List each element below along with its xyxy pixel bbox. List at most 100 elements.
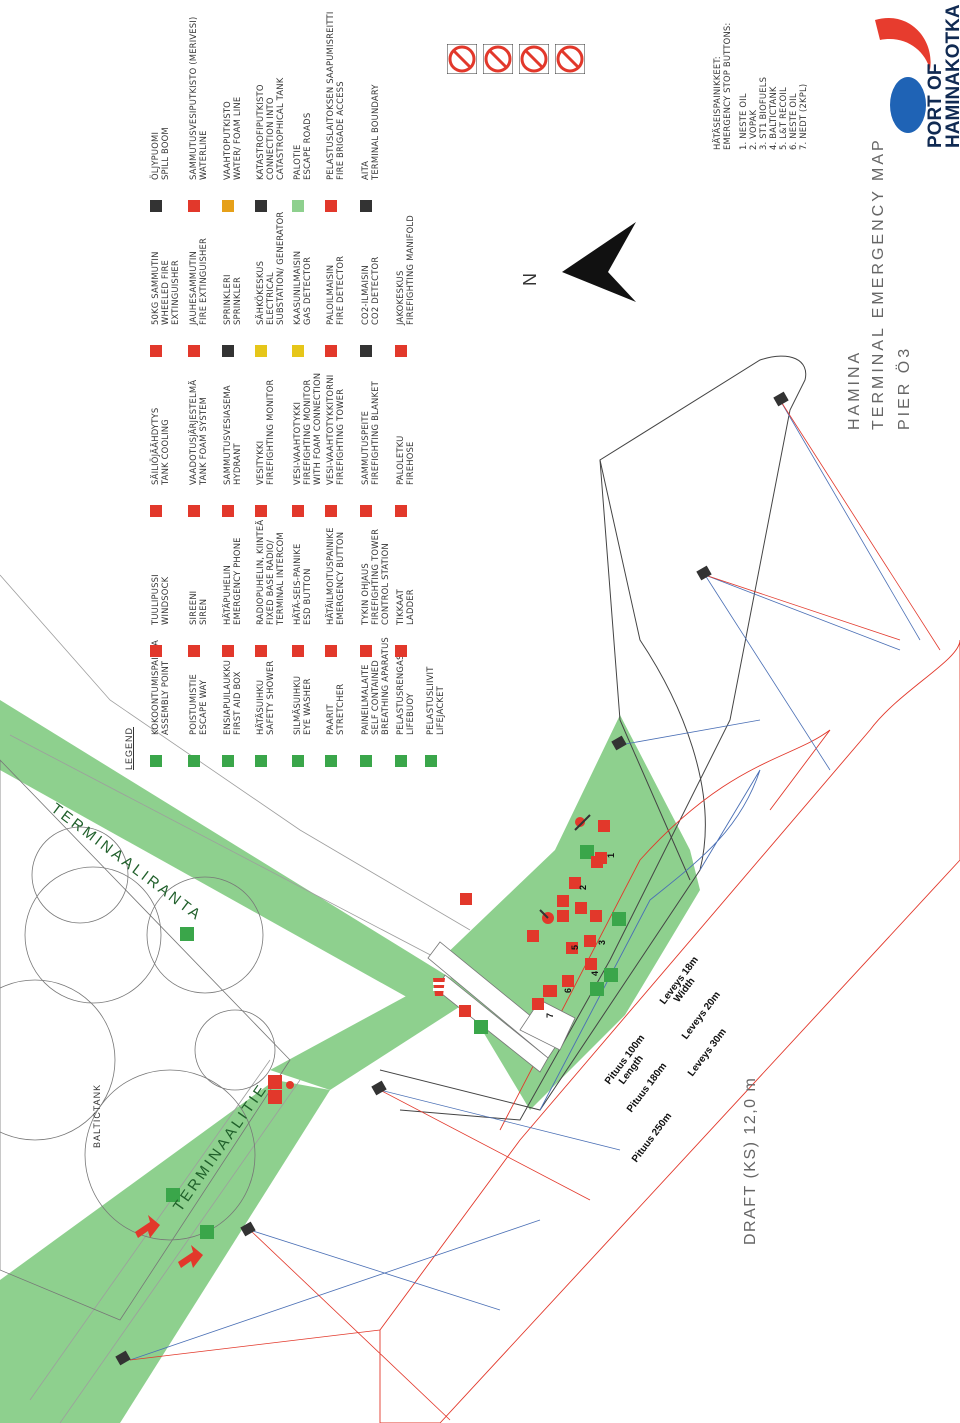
legend-text-fi: SÄILIÖJÄÄHDYTYS — [150, 407, 160, 485]
gas-detector-icon — [292, 345, 304, 357]
bollards — [115, 391, 789, 1366]
legend-text-fi: TYKIN OHJAUS — [360, 563, 370, 625]
co2-detector-icon — [360, 345, 372, 357]
stop-button-5: 5. L&T RECOIL — [778, 87, 788, 150]
escape-signs — [166, 845, 626, 1239]
legend-text-en: SPILL BOOM — [160, 127, 170, 180]
legend-text-en: WINDSOCK — [160, 576, 170, 625]
monitor-icon — [255, 505, 267, 517]
stop-buttons-title-fi: HÄTÄSEISPAINIKKEET: — [712, 56, 722, 150]
legend-text-en: FIRE DETECTOR — [335, 255, 345, 325]
fire-detector-icon — [325, 345, 337, 357]
legend-text-fi: RADIOPUHELIN, KIINTEÄ — [255, 519, 265, 625]
wheeled-extinguisher-icon — [150, 345, 162, 357]
legend-text-en: STRETCHER — [335, 683, 345, 735]
legend-text-fi: SAMMUTUSVESIPUTKISTO (MERIVESI) — [188, 16, 198, 180]
siren-icon — [188, 645, 200, 657]
esd-number-1: 1 — [606, 852, 616, 858]
pier-buildings — [427, 941, 576, 1073]
mooring-lines-blue — [129, 399, 921, 1361]
electrical-icon — [255, 345, 267, 357]
legend-heading: LEGEND — [124, 726, 134, 770]
legend-text-fi: PALOILMAISIN — [325, 264, 335, 325]
esd-number-3: 3 — [597, 939, 607, 945]
legend-item: SAMMUTUSVESIPUTKISTO (MERIVESI)WATERLINE — [188, 17, 208, 180]
legend-text-en: WATER/ FOAM LINE — [232, 96, 242, 180]
legend-text-en: FIRST AID BOX — [232, 671, 242, 735]
north-label: N — [520, 273, 540, 286]
legend-text-fi: JAUHESAMMUTIN — [188, 250, 198, 325]
radio-icon — [255, 645, 267, 657]
tank-farm — [0, 759, 291, 1321]
extinguisher-icon — [188, 345, 200, 357]
legend-text-en: EMERGENCY BUTTON — [335, 531, 345, 625]
legend-text-en: SPRINKLER — [232, 277, 242, 325]
esd-number-6: 6 — [563, 987, 573, 993]
legend-text-fi: VAADOTUSJÄRJESTELMÄ — [188, 379, 198, 485]
legend-text-fi: VESI-VAAHTOTYKKI — [292, 401, 302, 485]
legend-text-en: LIFEBUOY — [405, 693, 415, 735]
lifebuoy-icon — [395, 755, 407, 767]
esd-buttons — [532, 856, 603, 1010]
legend-text-en: FIREHOSE — [405, 441, 415, 486]
legend-text-fi: HÄTÄSUIHKU — [255, 679, 265, 735]
no-phone-icon — [519, 44, 549, 74]
legend-text-fi: VESITYKKI — [255, 440, 265, 485]
pier-outline — [379, 355, 807, 1121]
legend-text-en: CO2 DETECTOR — [370, 256, 380, 325]
esd-button-icon — [292, 645, 304, 657]
legend-text-en: EYE WASHER — [302, 678, 312, 735]
brand-line2: HAMINAKOTKA — [943, 4, 960, 148]
escape-roads — [0, 700, 700, 1423]
tower-control-icon — [360, 645, 372, 657]
emergency-phone-icon — [222, 645, 234, 657]
legend-text-fi: PAARIT — [325, 704, 335, 735]
breathing-apparatus-icon — [360, 755, 372, 767]
no-entry-icon — [555, 44, 585, 74]
map-title: TERMINAL EMERGENCY MAP — [870, 137, 887, 430]
legend-text-en2: SUBSTATION/ GENERATOR — [275, 211, 285, 325]
legend-text-en2: EXTINGUISHER — [170, 260, 180, 325]
logo-red-swoosh — [875, 18, 931, 70]
stop-button-1: 1. NESTE OIL — [738, 93, 748, 150]
esd-number-5: 5 — [570, 944, 580, 950]
spill-boom-icon — [150, 200, 162, 212]
port-logo — [875, 18, 931, 133]
legend-text-en2: CATASTROPHICAL TANK — [275, 77, 285, 180]
baltictank-label: BALTICTANK — [92, 1083, 102, 1148]
legend-text-en: CONNECTION INTO — [265, 97, 275, 180]
esd-number-7: 7 — [545, 1012, 555, 1018]
esd-number-4: 4 — [590, 970, 600, 976]
fire-brigade-arrows — [135, 1215, 203, 1268]
legend-text-en: ELECTRICAL — [265, 272, 275, 325]
foam-monitor-icon — [292, 505, 304, 517]
legend-text-en2: BREATHING APARATUS — [380, 637, 390, 735]
legend-text-fi: ENSIAPUILAUKKU — [222, 659, 232, 735]
legend-text-en: ESCAPE WAY — [198, 679, 208, 735]
legend-text-fi: PELASTUSLIIVIT — [425, 666, 435, 735]
legend-text-fi: PALOTIE — [292, 144, 302, 180]
